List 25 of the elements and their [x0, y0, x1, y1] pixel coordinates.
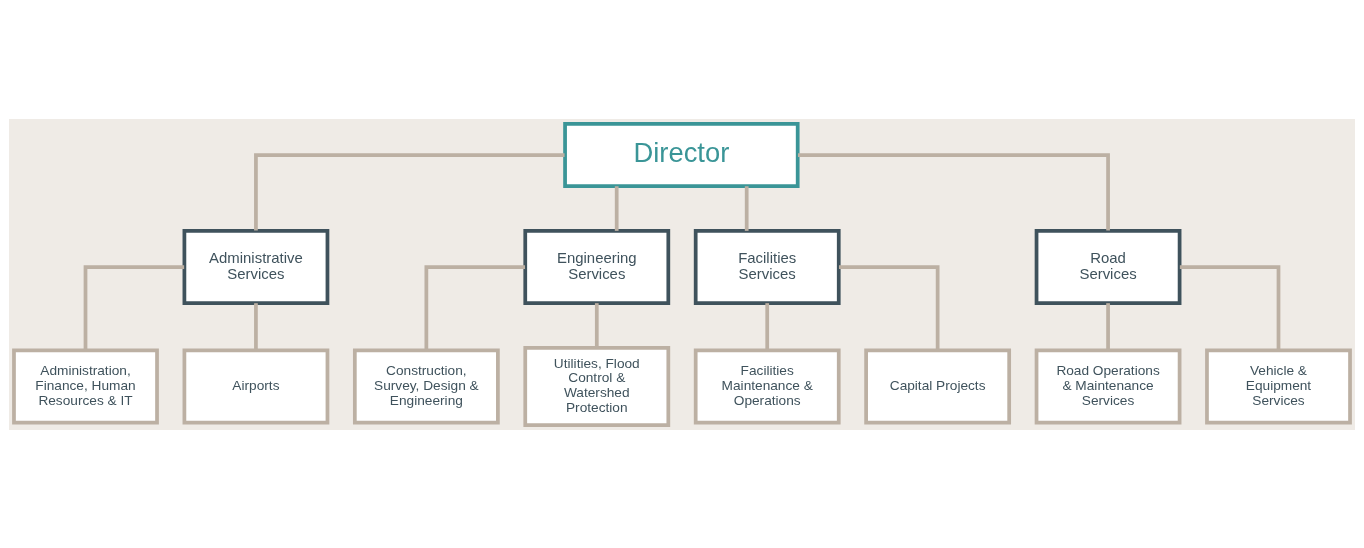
connector	[254, 302, 258, 350]
connector	[839, 264, 940, 350]
connector	[765, 302, 770, 350]
node-box: Administration, Finance, Human Resources & IT	[12, 348, 159, 424]
connector	[798, 152, 1110, 230]
node-box: Facilities Services	[693, 228, 841, 305]
node-box: Road Services	[1034, 228, 1182, 305]
connector	[744, 185, 749, 231]
connector	[594, 302, 599, 347]
node-box: Vehicle & Equipment Services	[1205, 348, 1352, 424]
connector	[83, 264, 185, 350]
node-box: Utilities, Flood Control & Watershed Protection	[523, 345, 671, 427]
node-box: Airports	[182, 348, 330, 424]
node-box: Facilities Maintenance & Operations	[693, 348, 841, 424]
connector	[254, 152, 565, 230]
node-box: Administrative Services	[182, 228, 330, 305]
connector	[1106, 302, 1110, 350]
node-box: Construction, Survey, Design & Engineering	[352, 348, 500, 424]
connector	[614, 185, 619, 231]
node-box: Road Operations & Maintenance Services	[1034, 348, 1182, 424]
connector	[1179, 264, 1281, 350]
node-box: Engineering Services	[523, 228, 671, 305]
node-box: Director	[563, 121, 800, 188]
connector	[424, 264, 525, 350]
node-box: Capital Projects	[864, 348, 1012, 424]
